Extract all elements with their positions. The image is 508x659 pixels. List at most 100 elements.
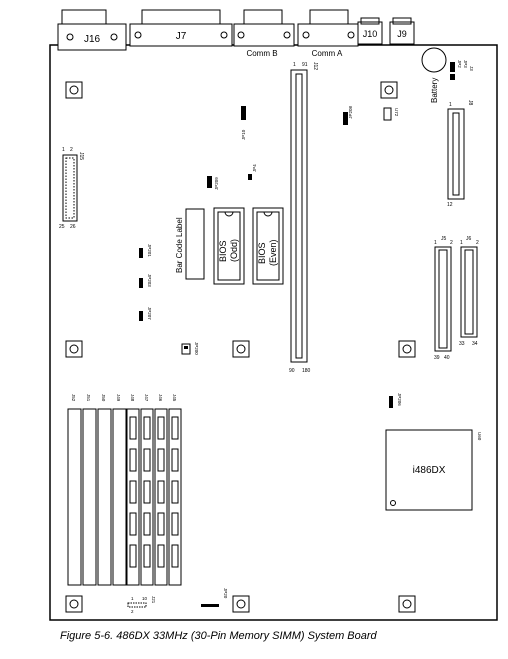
connector-j8: 1 12 J8 [447,100,473,208]
label-j15-pin26: 26 [70,224,76,230]
label-jp3: JP3 [463,60,468,68]
label-j8: J8 [467,100,473,106]
label-j9: J9 [397,29,407,39]
jumper-jp208: JP208 [343,106,353,125]
label-j12-pin90: 90 [289,368,295,374]
label-jp207: JP207 [147,307,152,320]
label-j6-pin34: 34 [472,341,478,347]
label-j48: J48 [130,394,135,402]
connector-j16: J16 [57,9,127,51]
label-j5-pin1: 1 [434,240,437,246]
label-j49: J49 [116,394,121,402]
label-j15-pin1: 1 [62,147,65,153]
label-j7: J7 [176,31,187,42]
chip-bios-even: BIOS (Even) [252,207,284,285]
label-j6: J6 [466,236,472,242]
label-jp209: JP209 [214,177,219,190]
jumper-jp200: JP200 [181,342,199,355]
connector-j6: 1 J6 2 33 34 [459,236,479,347]
label-j12: J12 [312,62,318,70]
label-j6-pin33: 33 [459,341,465,347]
jumper-jp4: JP4 [248,164,257,180]
label-j8-pin12: 12 [447,202,453,208]
mounting-hole [65,340,83,358]
connector-j5: 1 J5 2 39 40 [434,236,453,361]
label-bios-odd-line1: BIOS [218,240,228,262]
label-j6-pin1: 1 [460,240,463,246]
label-j52: J52 [71,394,76,402]
label-jp200: JP200 [194,342,199,355]
label-j15-pin25: 25 [59,224,65,230]
connector-comm-b: Comm B [233,9,295,58]
jumper-jp201: JP201 [139,244,152,258]
mounting-hole [398,595,416,613]
mounting-hole [232,340,250,358]
label-j16: J16 [84,34,101,45]
connector-j9: J9 [389,17,415,45]
jumper-jp209: JP209 [207,176,219,190]
bar-code-label: Bar Code Label [175,208,205,280]
label-j47: J47 [144,394,149,402]
chip-bios-odd: BIOS (Odd) [213,207,245,285]
label-j15: J15 [78,152,84,160]
label-battery: Battery [430,78,439,103]
label-j5: J5 [441,236,447,242]
chip-u72: U72 [383,107,399,121]
label-jp203: JP203 [147,274,152,287]
connector-j10: J10 [357,17,383,45]
label-j21-pin2: 2 [131,609,134,614]
mounting-hole [380,81,398,99]
mounting-hole [398,340,416,358]
label-bios-odd-line2: (Odd) [229,239,239,262]
label-u60: U60 [477,432,482,441]
mounting-hole [65,81,83,99]
mounting-hole [65,595,83,613]
label-j12-pin180: 180 [302,368,311,374]
label-jp206: JP206 [397,393,402,406]
jumper-jp2-jp3: JP2 JP3 J3 [450,60,474,80]
label-j5-pin2: 2 [450,240,453,246]
label-j5-pin39: 39 [434,355,440,361]
label-j12-pin1: 1 [293,62,296,68]
connector-comm-a: Comm A [297,9,359,58]
connector-j7: J7 [129,9,233,47]
label-j15-pin2: 2 [70,147,73,153]
label-comm-a: Comm A [312,49,343,58]
mounting-hole [232,595,250,613]
label-j8-pin1: 1 [449,102,452,108]
jumper-jp207: JP207 [139,307,152,321]
board-outline [49,44,498,621]
jumper-jp10: JP10 [241,106,246,140]
label-jp208: JP208 [348,106,353,119]
label-comm-b: Comm B [246,49,277,58]
label-cpu: i486DX [413,465,446,476]
label-bios-even-line2: (Even) [268,239,278,266]
label-jp10: JP10 [241,129,246,140]
label-j21-pin1: 1 [131,596,134,601]
label-bios-even-line1: BIOS [257,242,267,264]
label-u72: U72 [394,108,399,117]
chip-cpu: i486DX U60 [385,429,482,511]
slot-j12: 1 91 90 180 J12 [289,62,318,374]
label-j21: J21 [151,596,156,604]
label-j51: J51 [86,394,91,402]
label-jp201: JP201 [147,244,152,257]
label-bar-code: Bar Code Label [175,217,184,273]
label-j45: J45 [172,394,177,402]
jumper-jp203: JP203 [139,274,152,288]
figure-caption: Figure 5-6. 486DX 33MHz (30-Pin Memory S… [60,630,377,642]
jumper-jp20: JP20 [201,588,228,607]
simm-slots: J52 J51 J50 J49 J48 J47 J46 J45 [67,394,182,586]
label-j6-pin2: 2 [476,240,479,246]
label-jp4: JP4 [252,164,257,172]
label-j5-pin40: 40 [444,355,450,361]
label-j50: J50 [101,394,106,402]
label-j21-pin10: 10 [142,596,148,601]
connector-j21: 1 10 2 J21 [127,596,156,614]
battery: Battery [421,47,447,103]
label-j3: J3 [469,66,474,71]
label-j46: J46 [158,394,163,402]
connector-j15: 1 2 25 26 J15 [59,147,84,230]
label-j12-pin91: 91 [302,62,308,68]
